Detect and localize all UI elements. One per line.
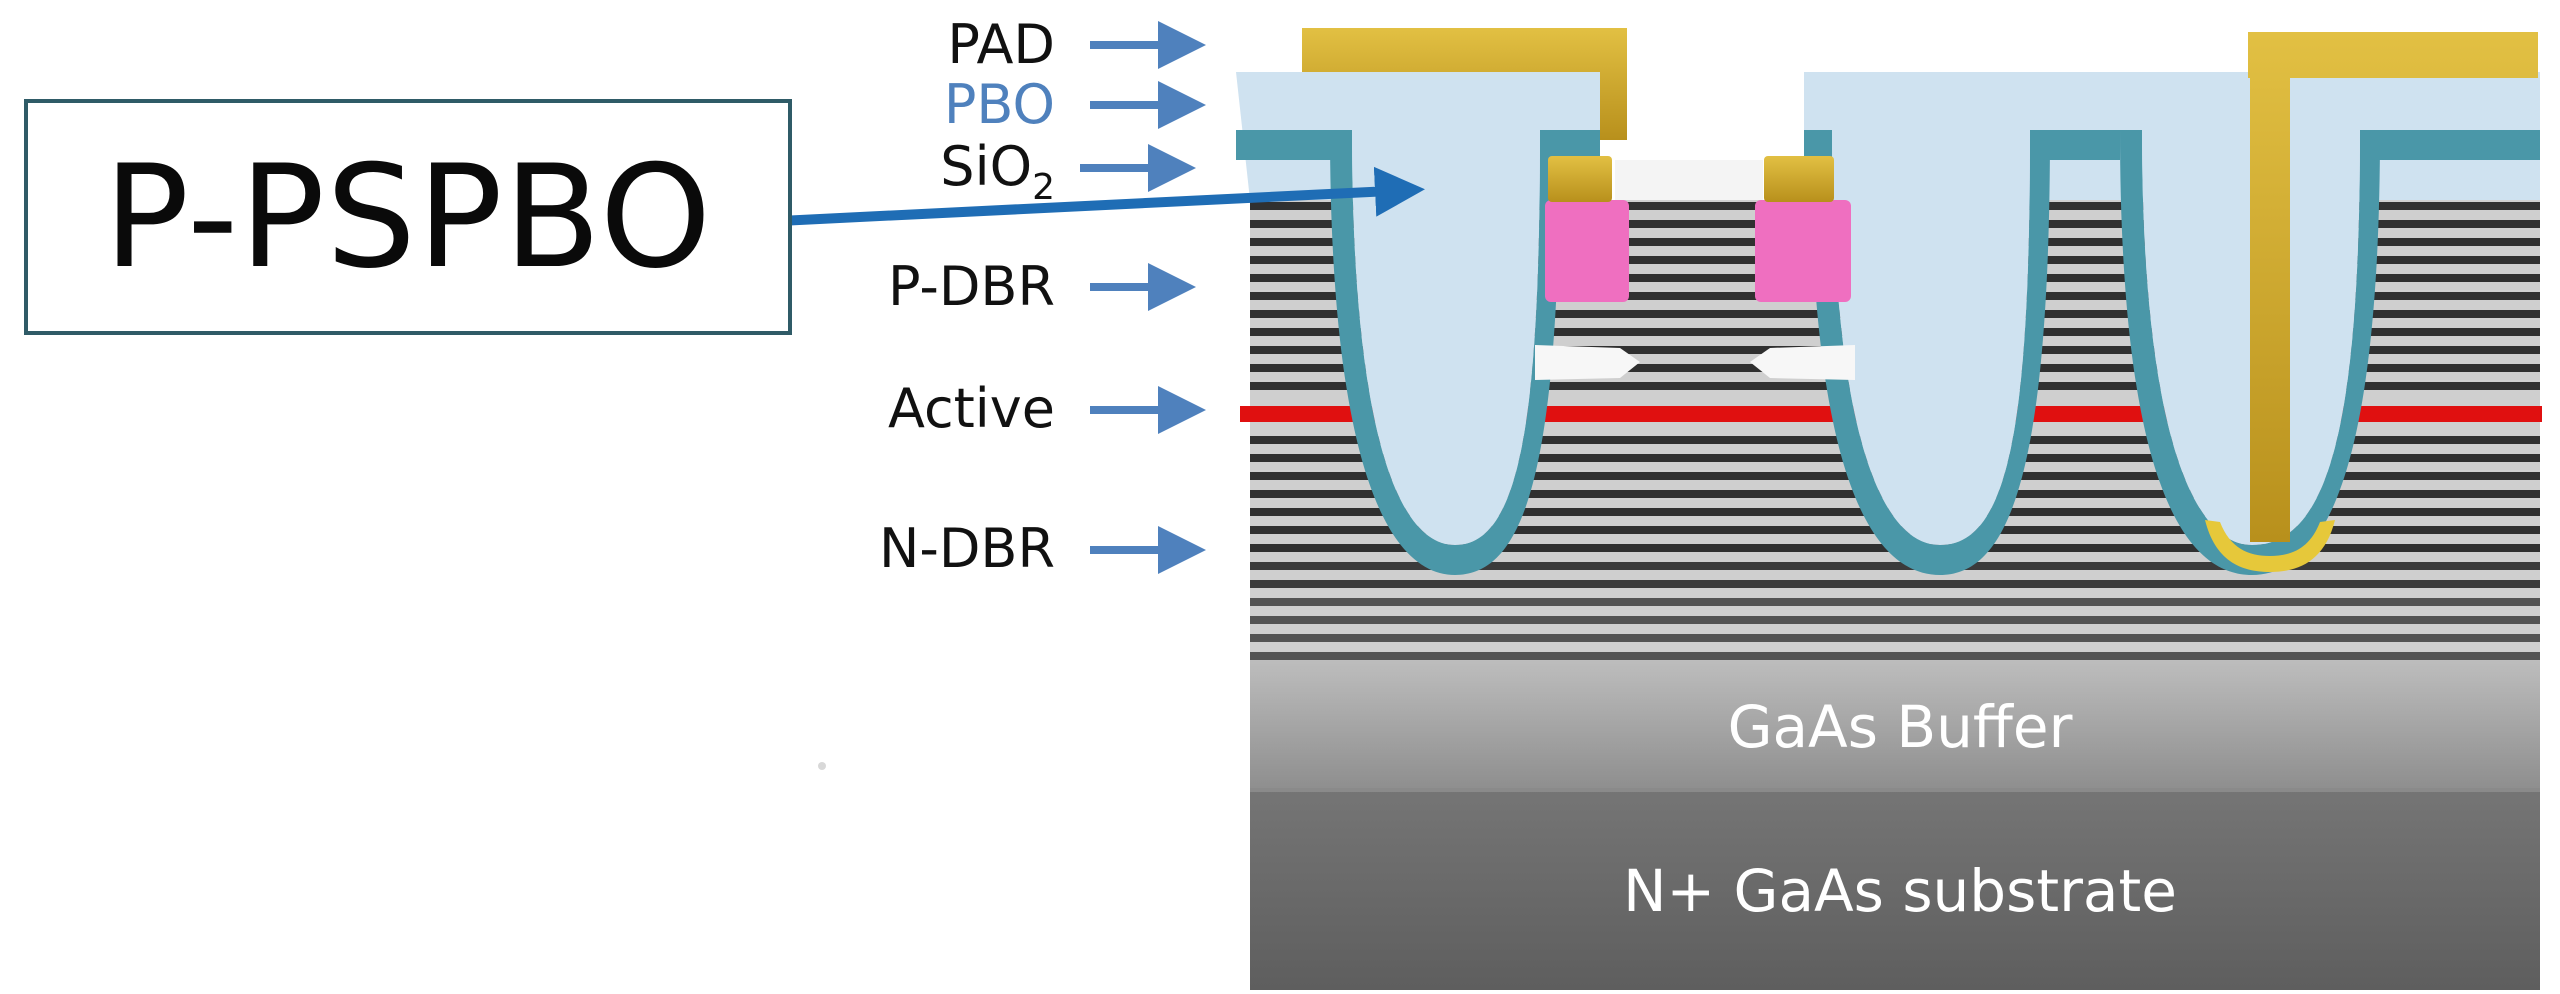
dbr-stripe [1250, 598, 2540, 606]
label-ndbr: N-DBR [878, 517, 1055, 580]
oxide-aperture-left [1535, 345, 1640, 380]
contact-pink-right [1755, 200, 1851, 302]
callout-box: P-PSPBO [24, 99, 792, 335]
label-sio2: SiO2 [715, 140, 1055, 206]
oxide-aperture-right [1750, 345, 1855, 380]
dbr-stripe [1250, 580, 2540, 588]
trench-middle [1804, 130, 2120, 575]
callout-arrow [717, 166, 1425, 229]
pad-left [1302, 28, 1627, 140]
dbr-stripe [1250, 616, 2540, 624]
label-pdbr: P-DBR [887, 255, 1055, 318]
contact-pink-left [1545, 200, 1629, 302]
label-sio2-sub: 2 [1032, 167, 1055, 208]
stray-dot [818, 762, 826, 770]
dbr-stripe [1250, 634, 2540, 642]
label-active: Active [887, 377, 1055, 440]
label-gaas-buffer: GaAs Buffer [1727, 693, 2073, 761]
gold-contact-left [1548, 156, 1612, 202]
label-gaas-substrate: N+ GaAs substrate [1623, 857, 2177, 925]
gaas-buffer [1250, 660, 2540, 790]
label-pbo: PBO [943, 73, 1055, 136]
dbr-stripe [1250, 652, 2540, 660]
trench-left [1236, 130, 1600, 575]
dbr-stripe [1250, 562, 2540, 570]
pad-right-via [2205, 32, 2538, 572]
gaas-substrate [1250, 790, 2540, 990]
label-pad: PAD [947, 13, 1055, 76]
callout-text: P-PSPBO [103, 134, 713, 300]
label-sio2-main: SiO [940, 135, 1033, 198]
label-arrows [1080, 21, 1206, 574]
emission-window [1615, 160, 1763, 200]
gold-contact-right [1764, 156, 1834, 202]
